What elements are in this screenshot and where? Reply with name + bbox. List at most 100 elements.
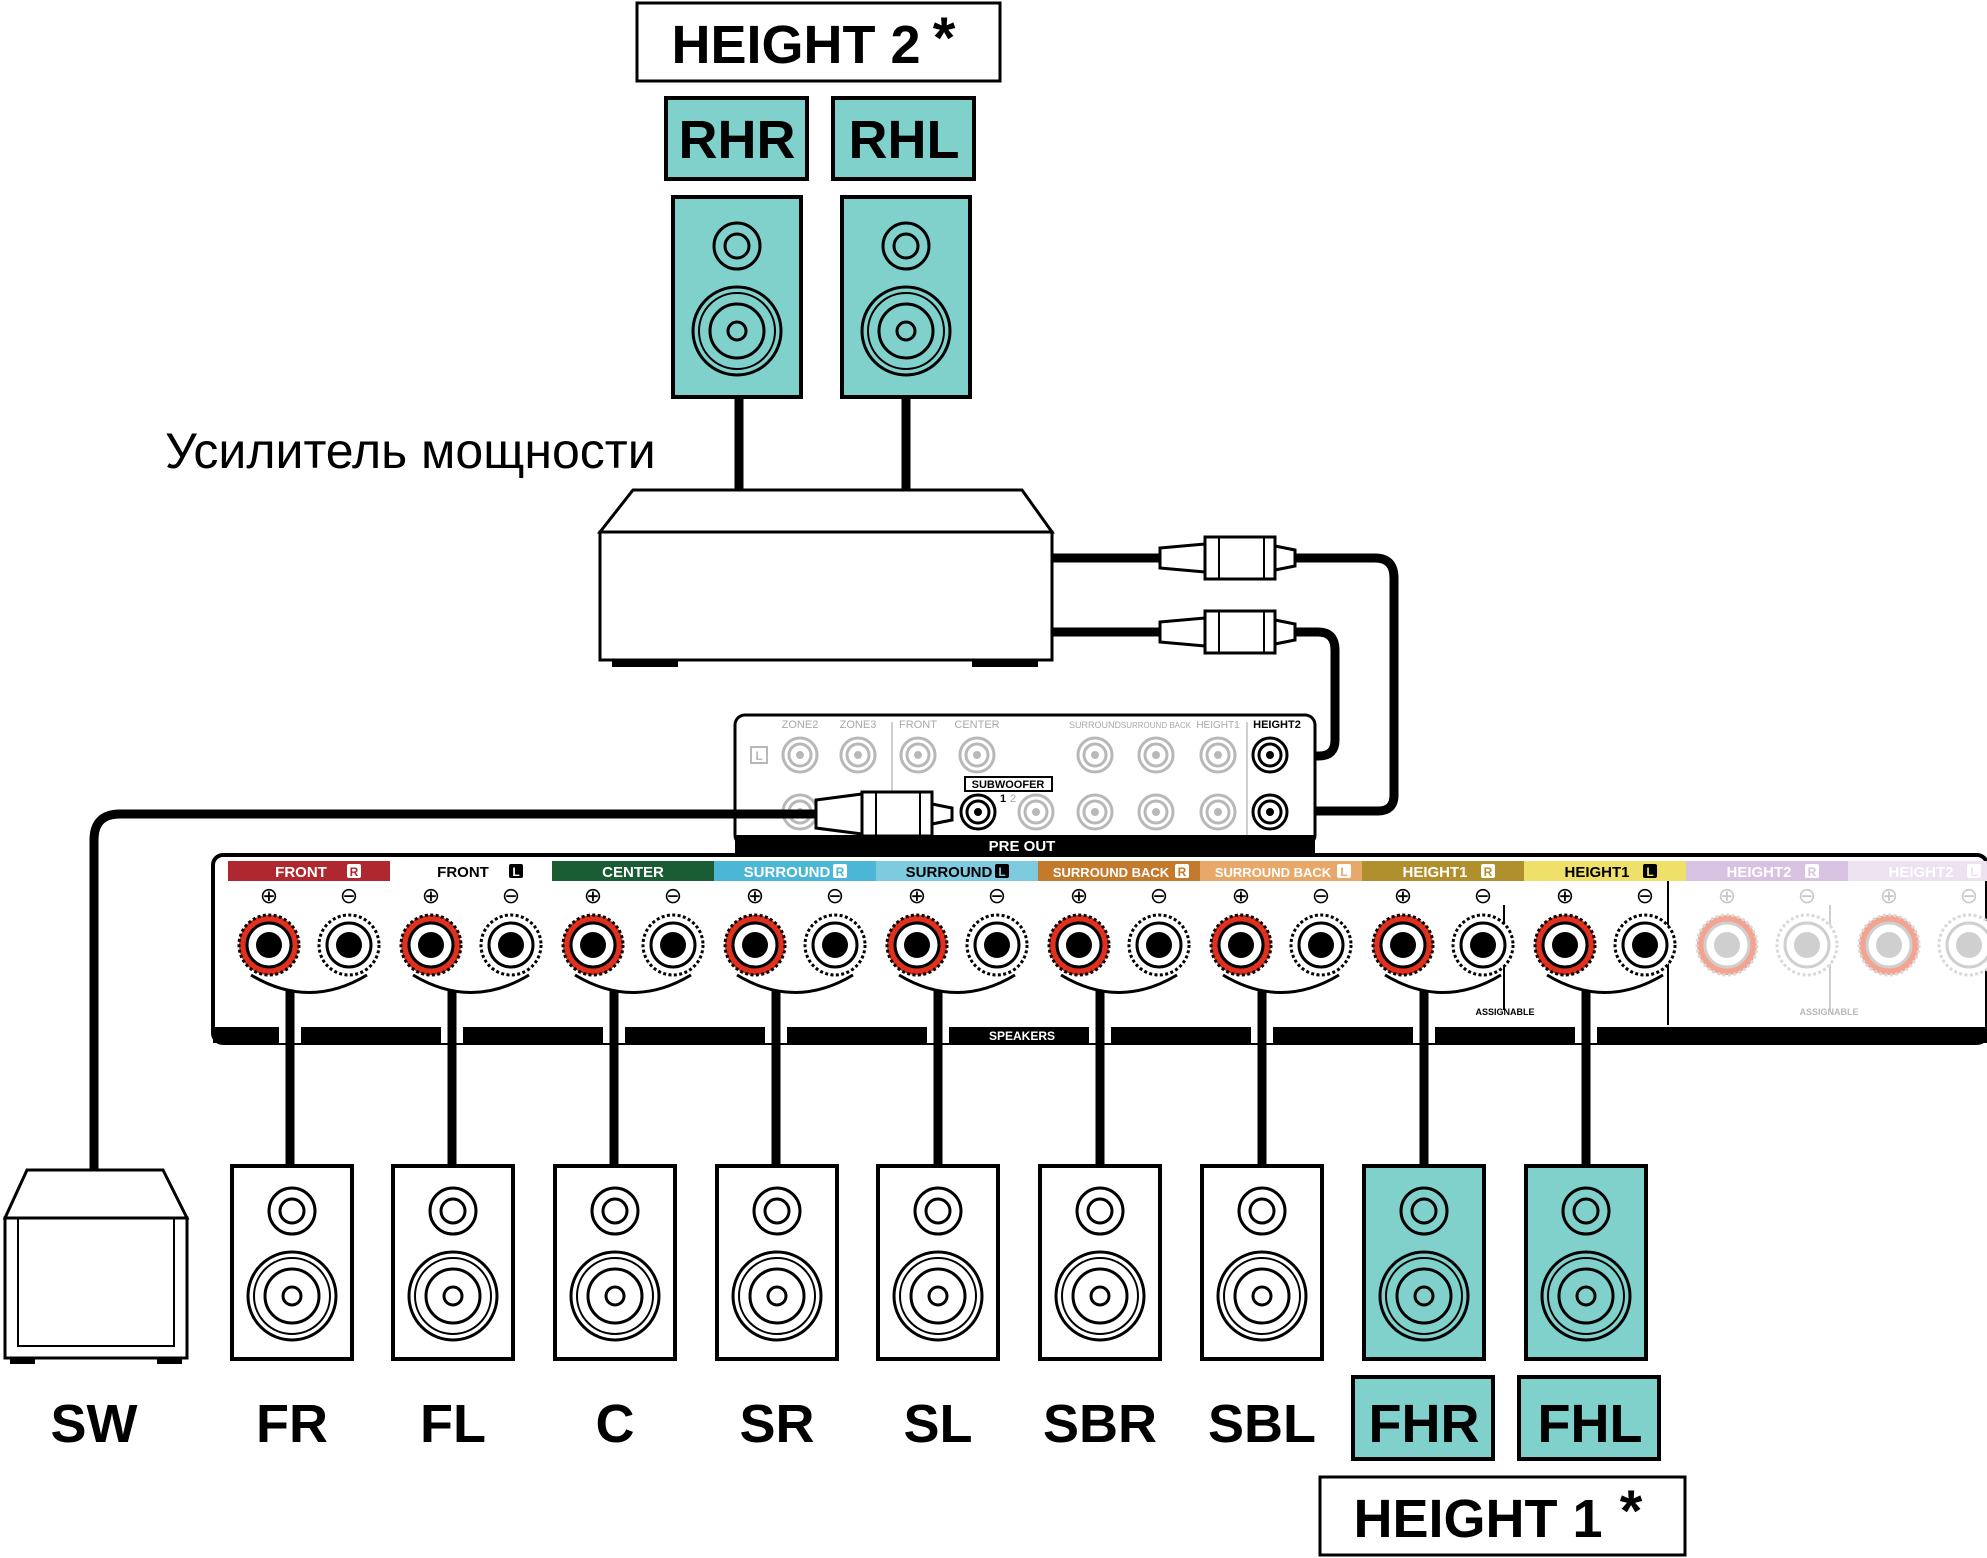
bottom-label-c: C <box>596 1394 635 1454</box>
minus-sign: ⊖ <box>1312 883 1330 908</box>
preout-col-height2: HEIGHT2 <box>1253 719 1301 731</box>
plus-sign: ⊕ <box>1556 883 1574 908</box>
plus-sign: ⊕ <box>260 883 278 908</box>
bottom-label-sr: SR <box>739 1394 814 1454</box>
post-negative[interactable] <box>1613 913 1677 977</box>
plus-sign: ⊕ <box>908 883 926 908</box>
plus-sign: ⊕ <box>1232 883 1250 908</box>
post-positive[interactable] <box>885 913 949 977</box>
terminal-pair-10[interactable]: ⊕⊖ <box>1695 883 1839 977</box>
height1-title: HEIGHT 1 <box>1353 1489 1602 1549</box>
channel-label-9: HEIGHT1 <box>1564 864 1629 881</box>
terminal-pair-11[interactable]: ⊕⊖ <box>1857 883 1987 977</box>
bottom-label-text: SBR <box>1043 1394 1157 1454</box>
bottom-speakers <box>230 1164 1648 1361</box>
post-negative[interactable] <box>317 913 381 977</box>
speaker-7 <box>1200 1164 1324 1361</box>
terminal-pair-4[interactable]: ⊕⊖ <box>723 883 867 994</box>
terminal-pair-9[interactable]: ⊕⊖ <box>1533 883 1677 994</box>
channel-label-11: HEIGHT2 <box>1888 864 1953 881</box>
channel-label-2: FRONT <box>437 864 489 881</box>
minus-sign: ⊖ <box>664 883 682 908</box>
rca-cables-amp <box>1052 535 1399 816</box>
post-positive[interactable] <box>237 913 301 977</box>
channel-badge-6: R <box>1178 865 1187 879</box>
speaker-8 <box>1362 1164 1486 1361</box>
preout-col-front: FRONT <box>899 719 937 731</box>
plus-sign: ⊕ <box>1880 883 1898 908</box>
bottom-label-text: C <box>596 1394 635 1454</box>
preout-sub-2: 2 <box>1010 793 1016 805</box>
post-negative[interactable] <box>1127 913 1191 977</box>
minus-sign: ⊖ <box>1474 883 1492 908</box>
height2-title: HEIGHT 2 <box>671 15 920 75</box>
bottom-label-text: FL <box>420 1394 486 1454</box>
plus-sign: ⊕ <box>422 883 440 908</box>
speaker-4 <box>715 1164 839 1361</box>
terminal-pair-7[interactable]: ⊕⊖ <box>1209 883 1353 994</box>
plus-sign: ⊕ <box>1070 883 1088 908</box>
post-positive[interactable] <box>1695 913 1759 977</box>
bottom-label-fl: FL <box>420 1394 486 1454</box>
subwoofer-cable <box>89 790 954 1172</box>
post-positive[interactable] <box>1209 913 1273 977</box>
post-positive[interactable] <box>1371 913 1435 977</box>
post-negative[interactable] <box>1937 913 1987 977</box>
speaker-label-rhr: RHR <box>679 110 796 170</box>
speaker-label-rhl: RHL <box>849 110 960 170</box>
post-positive[interactable] <box>723 913 787 977</box>
terminal-pair-2[interactable]: ⊕⊖ <box>399 883 543 994</box>
terminal-pair-8[interactable]: ⊕⊖ <box>1371 883 1515 994</box>
post-positive[interactable] <box>1857 913 1921 977</box>
bottom-label-fr: FR <box>256 1394 328 1454</box>
terminal-pair-6[interactable]: ⊕⊖ <box>1047 883 1191 994</box>
preout-col-zone3: ZONE3 <box>840 719 877 731</box>
post-negative[interactable] <box>965 913 1029 977</box>
speaker-9 <box>1524 1164 1648 1361</box>
speakers-label: SPEAKERS <box>989 1029 1055 1043</box>
preout-sub-1: 1 <box>1000 793 1006 805</box>
post-negative[interactable] <box>1775 913 1839 977</box>
channel-label-1: FRONT <box>275 864 327 881</box>
minus-sign: ⊖ <box>1798 883 1816 908</box>
bottom-label-text: FR <box>256 1394 328 1454</box>
bottom-label-fhl: FHL <box>1517 1375 1661 1461</box>
post-negative[interactable] <box>641 913 705 977</box>
bottom-label-text: SR <box>739 1394 814 1454</box>
preout-col-surround: SURROUND <box>1069 720 1122 730</box>
speaker-3 <box>553 1164 677 1361</box>
channel-label-10: HEIGHT2 <box>1726 864 1791 881</box>
preout-col-zone2: ZONE2 <box>782 719 819 731</box>
post-positive[interactable] <box>1533 913 1597 977</box>
bottom-label-text: FHR <box>1369 1394 1480 1454</box>
post-positive[interactable] <box>1047 913 1111 977</box>
post-positive[interactable] <box>399 913 463 977</box>
terminal-pair-3[interactable]: ⊕⊖ <box>561 883 705 994</box>
preout-subwoofer-label: SUBWOOFER <box>972 779 1045 791</box>
post-negative[interactable] <box>1289 913 1353 977</box>
terminal-pair-5[interactable]: ⊕⊖ <box>885 883 1029 994</box>
top-speaker-rhl: RHL <box>831 96 976 399</box>
channel-badge-8: R <box>1484 865 1493 879</box>
channel-badge-7: L <box>1340 865 1347 879</box>
post-negative[interactable] <box>803 913 867 977</box>
post-negative[interactable] <box>1451 913 1515 977</box>
preout-panel: PRE OUT L ZONE2 ZONE3 FRONT CENTER SURRO… <box>733 713 1317 855</box>
post-negative[interactable] <box>479 913 543 977</box>
channel-label-3: CENTER <box>602 864 664 881</box>
preout-label: PRE OUT <box>989 838 1056 855</box>
top-speaker-cables <box>734 397 911 490</box>
minus-sign: ⊖ <box>1150 883 1168 908</box>
post-positive[interactable] <box>561 913 625 977</box>
terminal-pair-1[interactable]: ⊕⊖ <box>237 883 381 994</box>
speaker-2 <box>391 1164 515 1361</box>
preout-side-l: L <box>755 749 762 763</box>
top-speaker-rhr: RHR <box>664 96 809 399</box>
